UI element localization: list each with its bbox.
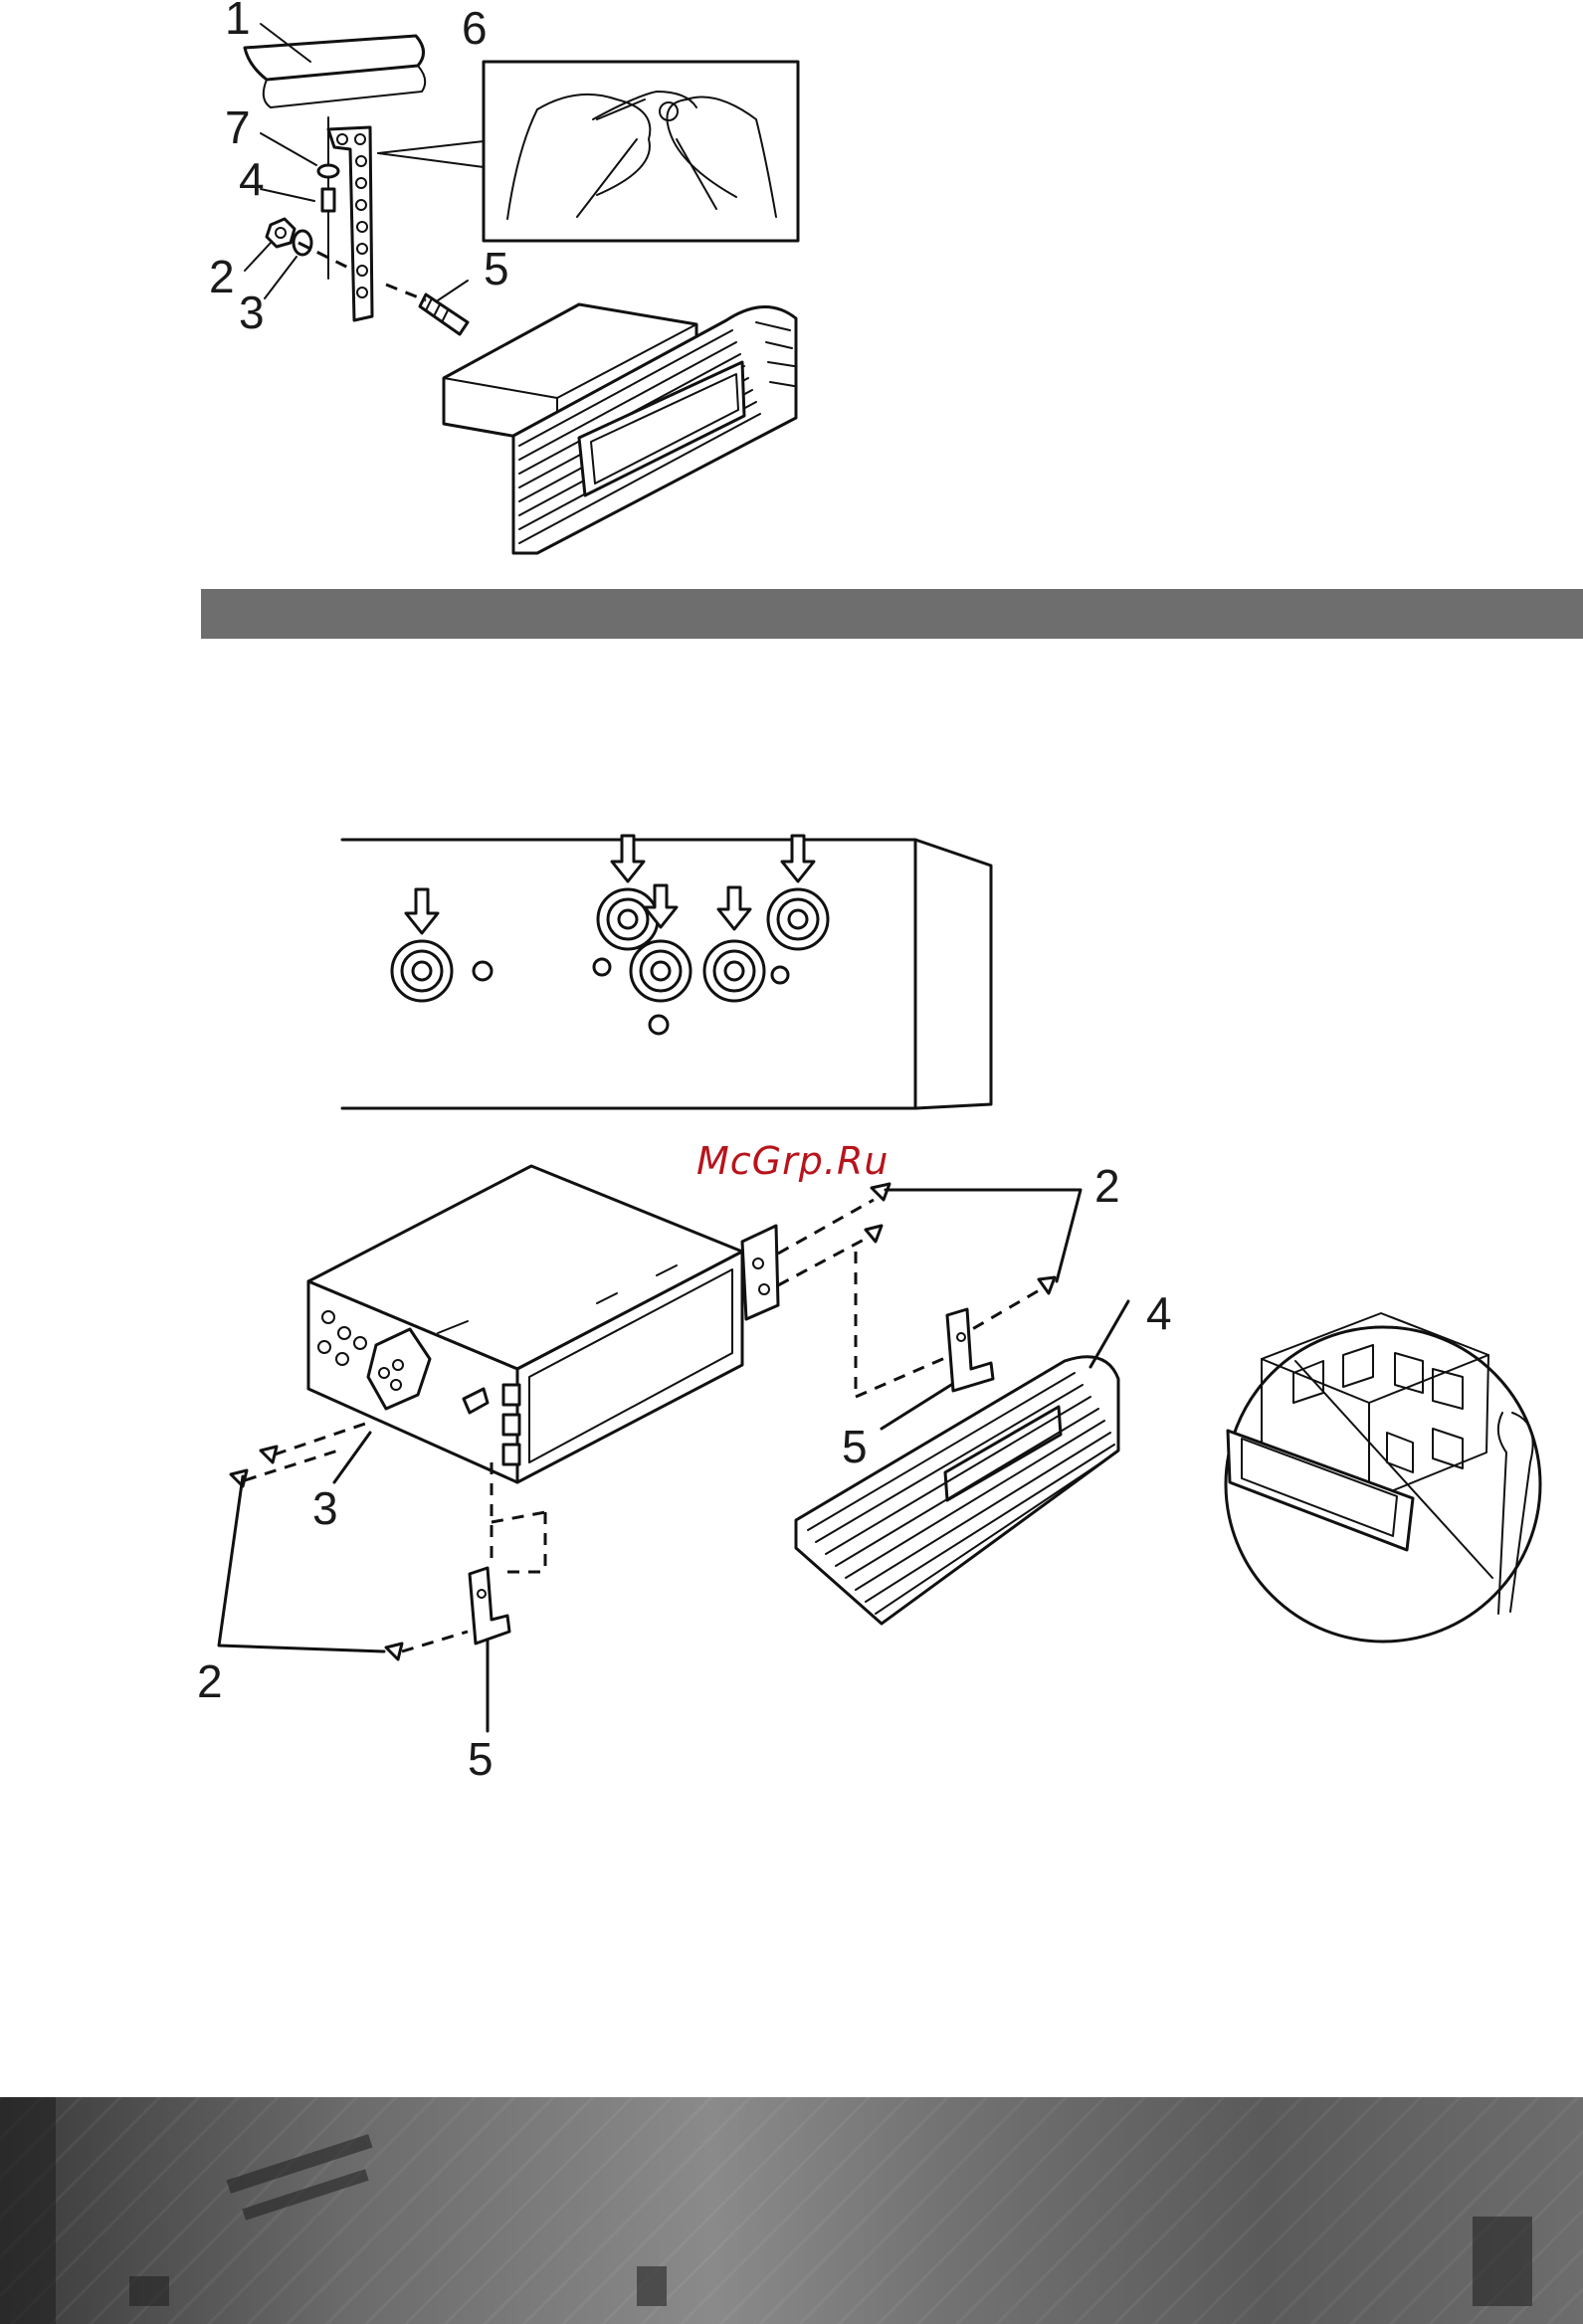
callout-1: 1 xyxy=(225,0,251,44)
callout-3: 3 xyxy=(239,287,265,338)
side-bracket-right xyxy=(742,1200,874,1397)
callout-6: 6 xyxy=(462,2,488,54)
head-unit-assembly-diagram: 2 4 3 5 2 5 McGrp.Ru xyxy=(0,1134,1583,1811)
callout-2-bottom: 2 xyxy=(197,1655,223,1707)
callout-5-top: 5 xyxy=(842,1421,868,1472)
rca-jack-3 xyxy=(631,941,691,1034)
down-arrow-icon xyxy=(782,836,814,881)
leader-2-bottom xyxy=(219,1476,384,1651)
screw-icon xyxy=(872,1184,890,1200)
dashboard-panel-part xyxy=(245,24,425,107)
rca-jack-4 xyxy=(704,941,788,1001)
callout-2: 2 xyxy=(209,251,235,302)
watermark-text: McGrp.Ru xyxy=(696,1139,889,1183)
connector-detail-inset xyxy=(1226,1313,1540,1642)
down-arrow-icon xyxy=(612,836,644,881)
leader-2-top xyxy=(886,1190,1081,1281)
bracket-mounting-diagram: 1 6 7 4 2 3 5 xyxy=(0,0,1583,597)
callout-5-bottom: 5 xyxy=(468,1733,494,1785)
callout-4: 4 xyxy=(1146,1287,1172,1339)
callout-3: 3 xyxy=(312,1482,338,1534)
footer-decorative-band xyxy=(0,2097,1583,2324)
rca-jack-5 xyxy=(768,889,828,949)
tab-bending-inset xyxy=(378,62,798,241)
down-arrow-icon xyxy=(645,885,677,927)
screw-icon xyxy=(866,1226,882,1242)
head-unit-in-dash xyxy=(444,304,796,553)
head-unit-chassis xyxy=(308,1166,742,1482)
callout-2-top: 2 xyxy=(1094,1160,1120,1212)
screw-icon xyxy=(231,1470,247,1486)
callout-5: 5 xyxy=(484,243,509,294)
stud-bolt xyxy=(386,281,468,334)
clip-bracket-top xyxy=(856,1309,993,1429)
washer-and-bolt xyxy=(261,133,338,211)
section-header-bar xyxy=(201,589,1583,639)
rear-panel-diagram xyxy=(0,816,1583,1134)
screw-icon xyxy=(261,1447,277,1462)
callout-7: 7 xyxy=(225,101,251,153)
callout-4: 4 xyxy=(239,153,265,205)
arrow-icons xyxy=(406,836,814,933)
down-arrow-icon xyxy=(718,887,750,929)
screw-icon xyxy=(386,1644,402,1659)
screw-icon xyxy=(1039,1277,1055,1293)
rca-jack-1 xyxy=(392,941,492,1001)
mounting-strap xyxy=(328,117,372,320)
down-arrow-icon xyxy=(406,889,438,933)
